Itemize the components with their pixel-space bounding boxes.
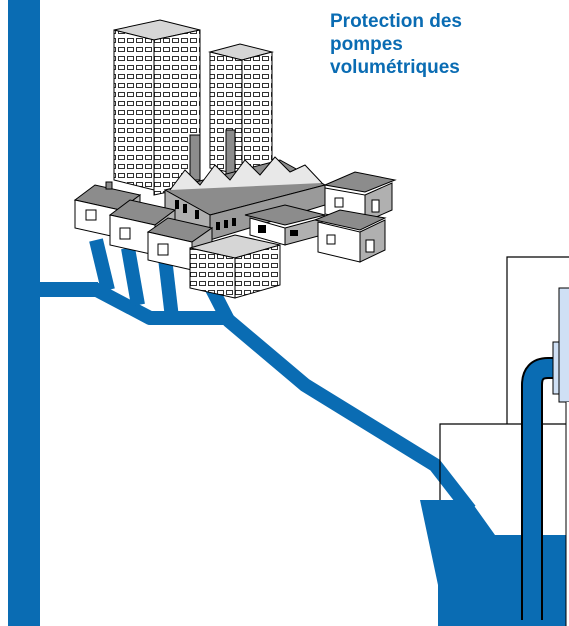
pump-station-upper-wall [506,256,569,424]
tower-building-icon [113,19,201,196]
pump-housing [558,287,569,403]
tower-building-icon-2 [208,43,274,177]
diagram-title: Protection des pompes volumétriques [330,10,550,79]
house-icon-4 [244,204,326,246]
house-icon-6 [313,209,387,263]
title-line-3: volumétriques [330,57,460,78]
pump-riser-pipe-inner [523,359,560,620]
apartment-block-icon [189,234,281,299]
title-line-1: Protection des [330,11,462,32]
title-line-2: pompes [330,34,403,55]
pump-station [420,256,569,626]
collector-pipe-network [40,238,476,515]
tank-water [420,500,569,626]
main-vertical-pipe [8,0,40,626]
